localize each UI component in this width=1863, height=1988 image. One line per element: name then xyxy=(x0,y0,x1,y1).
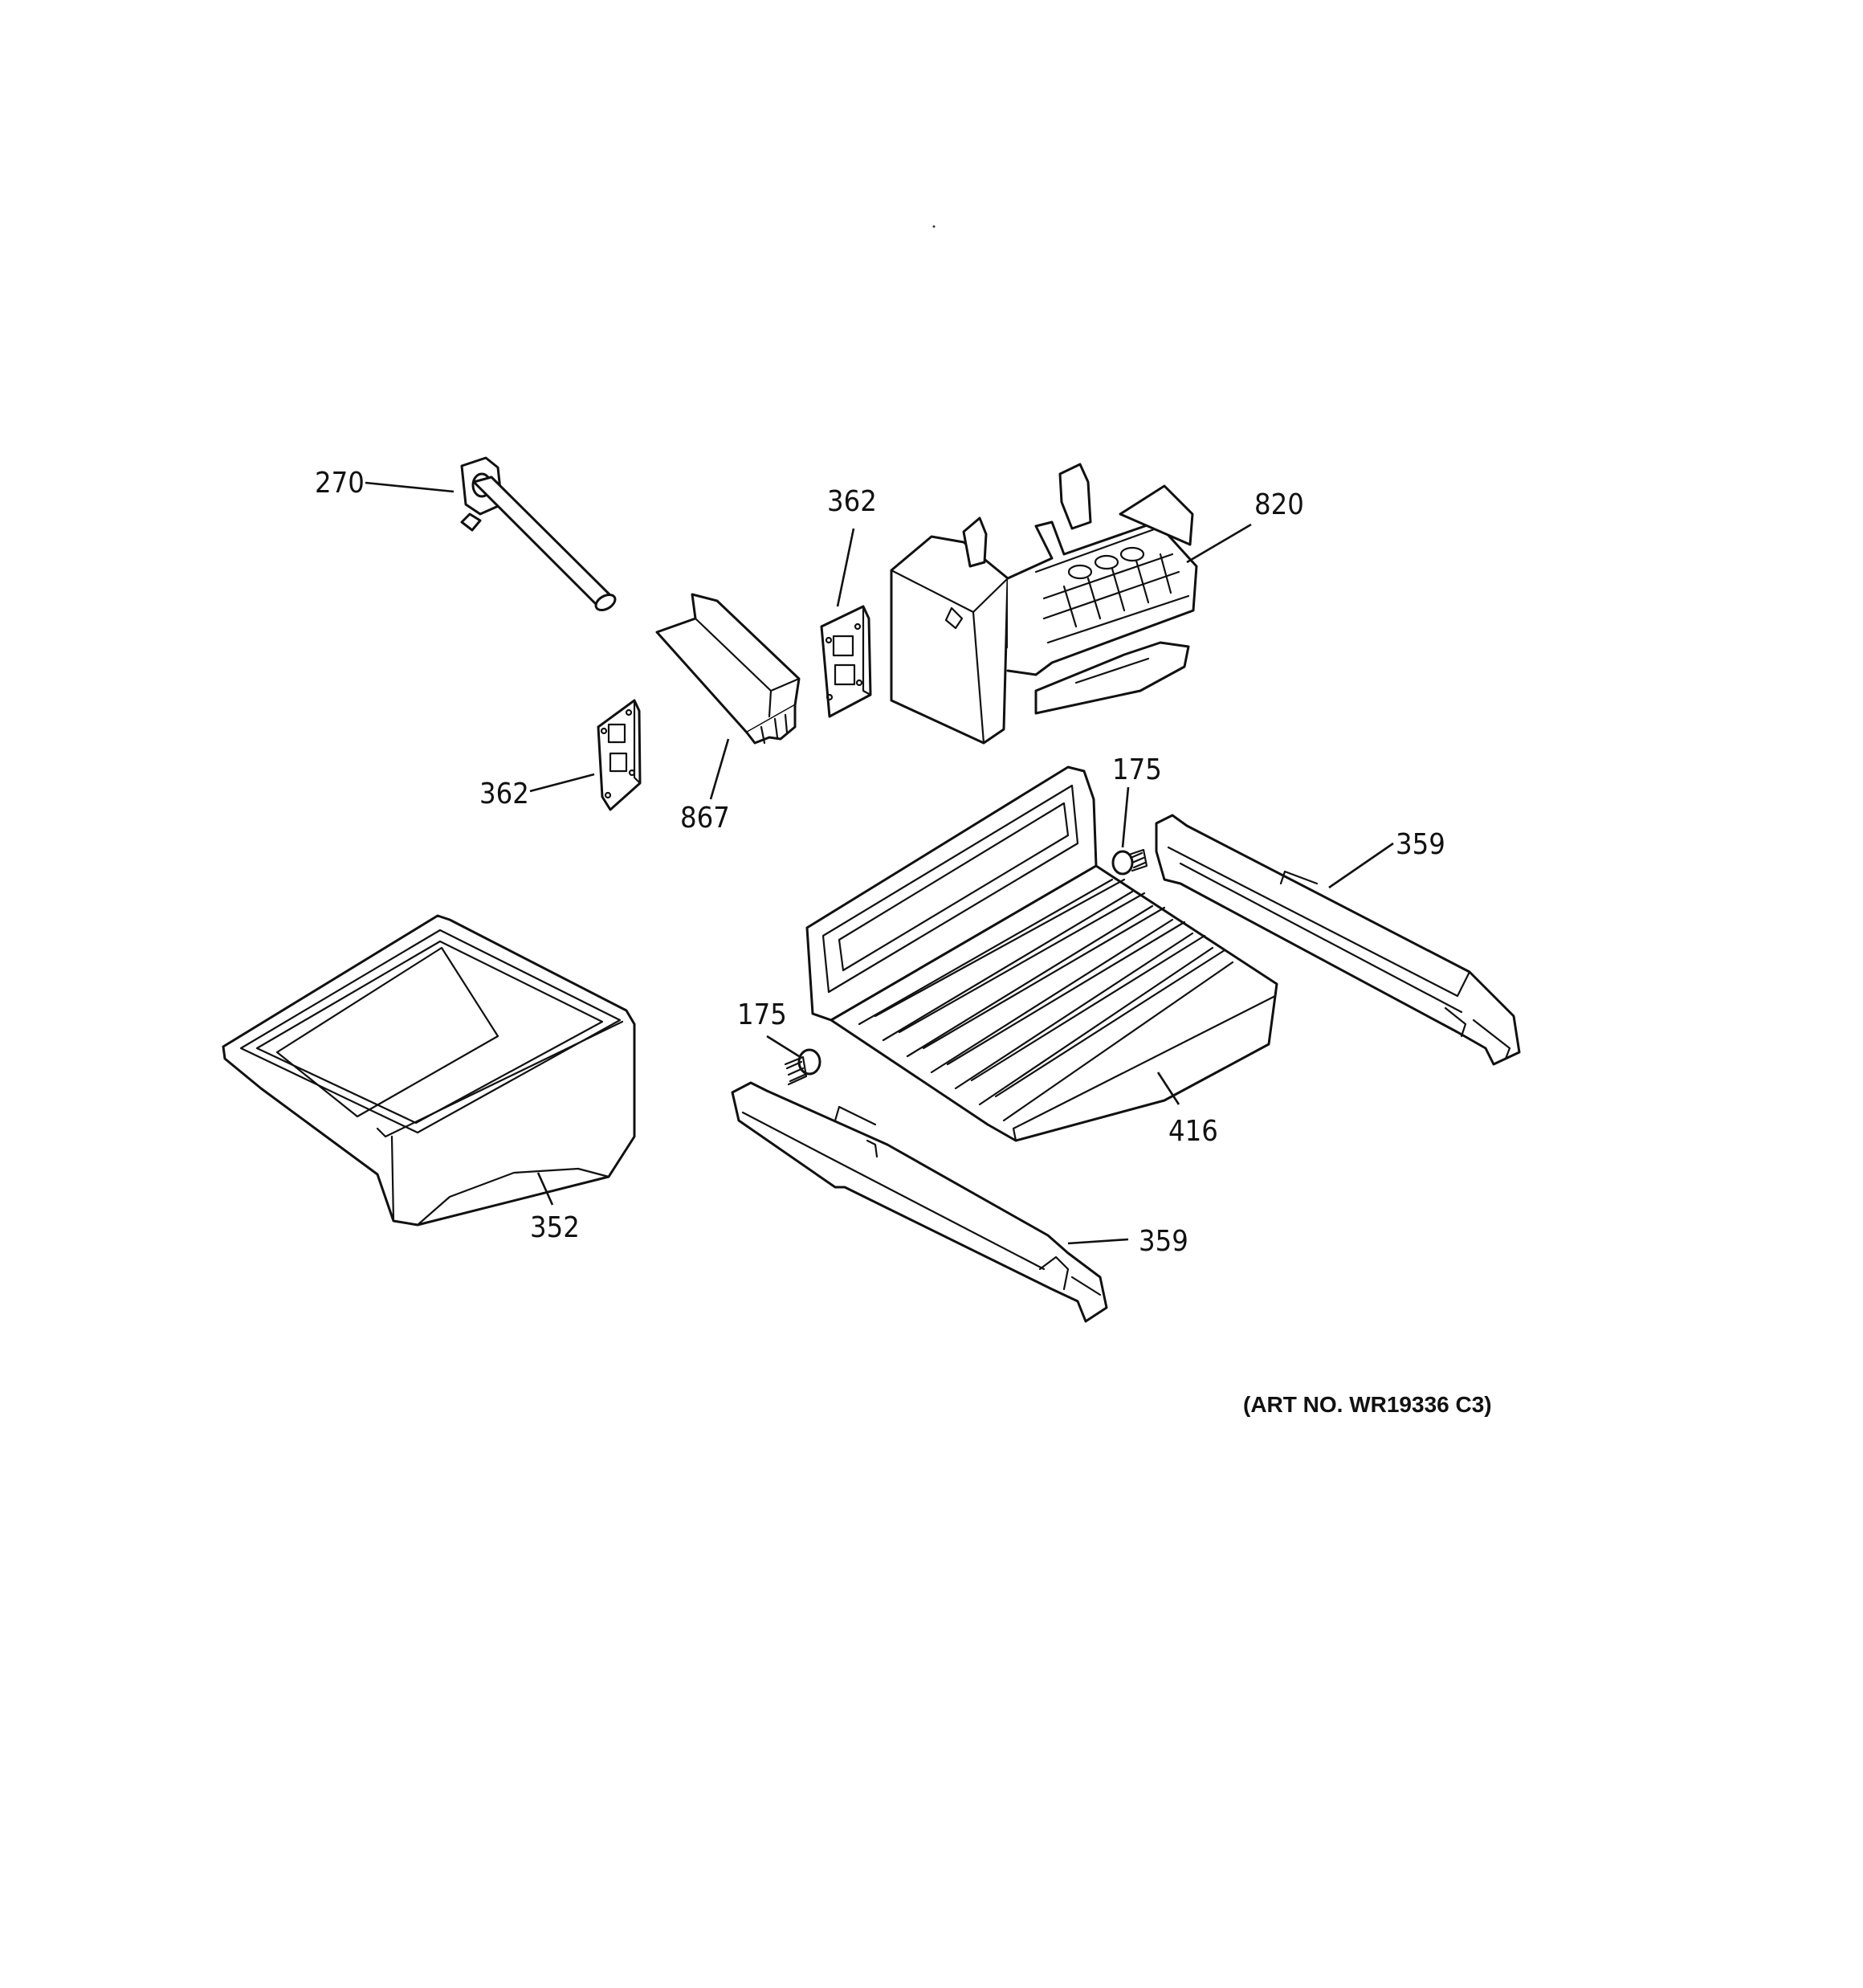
callout-416: 416 xyxy=(1168,1115,1218,1148)
callout-359-right: 359 xyxy=(1396,828,1445,861)
shelf xyxy=(805,765,1278,1142)
ice-bucket xyxy=(222,914,636,1227)
leader-359-left xyxy=(1067,1238,1129,1245)
leader-270 xyxy=(365,481,455,493)
callout-175-lower: 175 xyxy=(737,998,787,1031)
leader-362-upper xyxy=(836,528,855,607)
icemaker xyxy=(890,463,1198,745)
callout-820: 820 xyxy=(1254,488,1304,521)
leader-867 xyxy=(709,738,730,800)
callout-867: 867 xyxy=(680,802,730,835)
mounting-bracket-upper xyxy=(820,605,872,718)
leader-352 xyxy=(536,1172,554,1206)
callout-175-upper: 175 xyxy=(1112,753,1162,786)
callout-362-upper: 362 xyxy=(827,485,877,518)
leader-362-lower xyxy=(529,773,595,793)
screw-lower xyxy=(784,1048,821,1086)
leader-416 xyxy=(1156,1072,1180,1105)
shutoff-arm-housing xyxy=(655,593,801,745)
mounting-bracket-lower xyxy=(597,699,642,811)
leader-820 xyxy=(1186,523,1252,564)
leader-359-right xyxy=(1328,842,1394,889)
stray-dot xyxy=(932,225,936,228)
slide-rail-right xyxy=(1155,814,1521,1066)
screw-upper xyxy=(1111,848,1148,876)
callout-359-left: 359 xyxy=(1139,1225,1188,1258)
callout-352: 352 xyxy=(530,1211,580,1244)
art-number-note: (ART NO. WR19336 C3) xyxy=(1243,1392,1492,1417)
callout-270: 270 xyxy=(315,467,365,500)
fill-tube xyxy=(460,456,617,611)
leader-175-lower xyxy=(766,1035,800,1058)
slide-rail-left xyxy=(731,1081,1108,1323)
callout-362-lower: 362 xyxy=(479,778,529,810)
leader-175-upper xyxy=(1121,786,1130,848)
